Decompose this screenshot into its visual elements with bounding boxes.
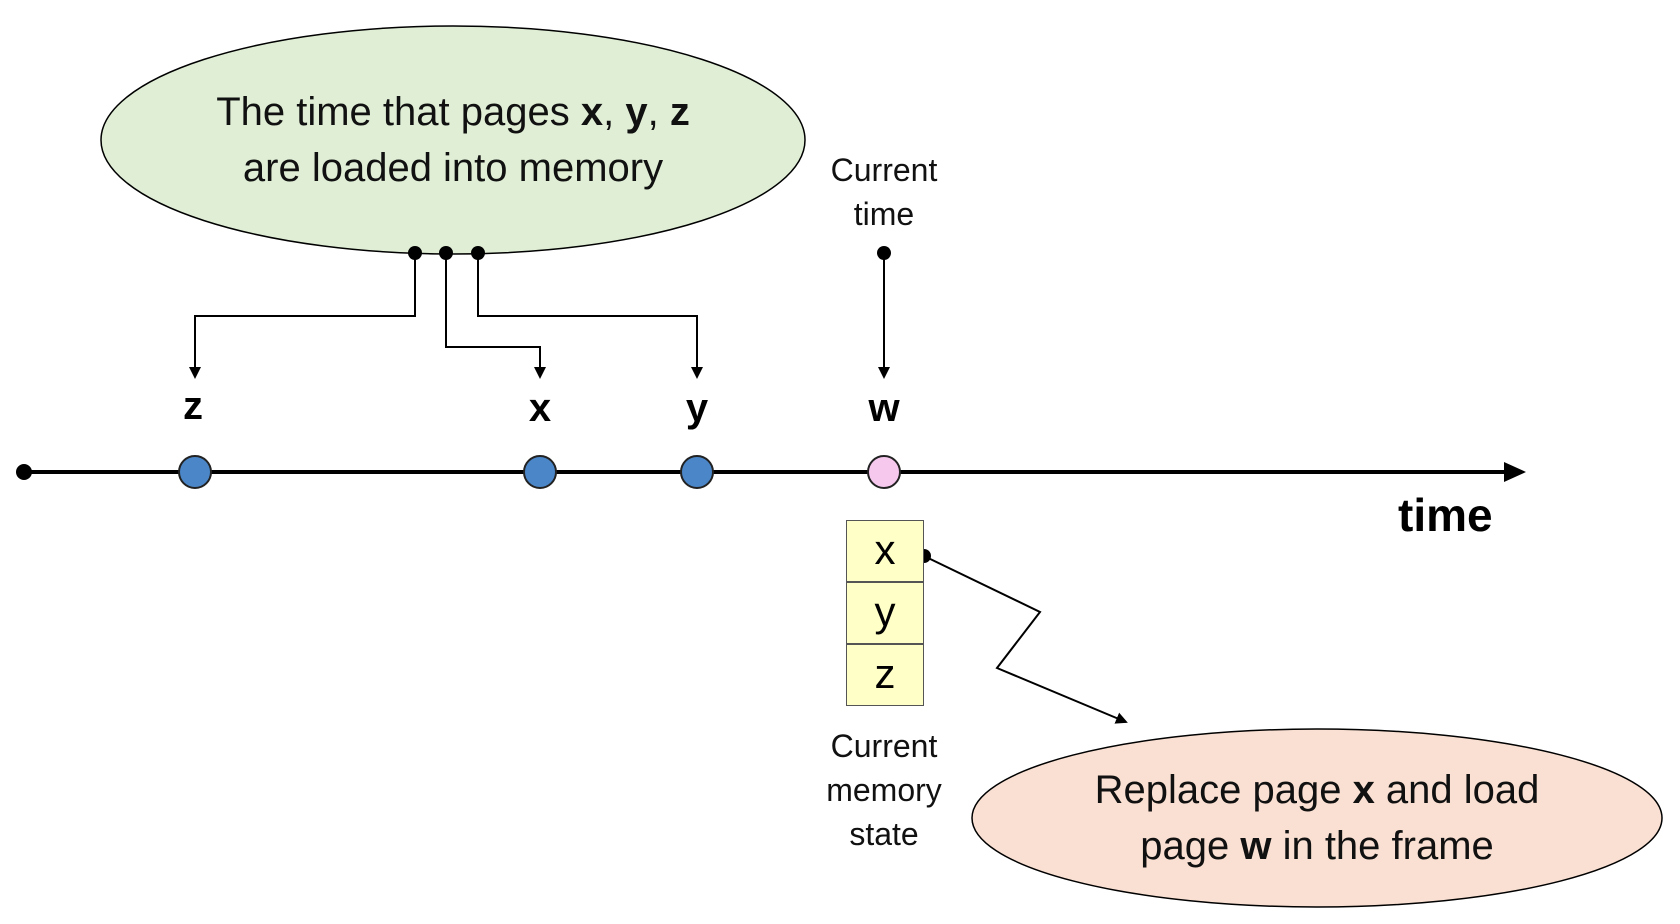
load-bubble-page-z: z (669, 90, 690, 134)
load-bubble-sep1: , (603, 90, 626, 134)
page-label-y: y (685, 386, 709, 430)
page-label-x: x (528, 386, 552, 430)
load-bubble-prefix: The time that pages (216, 90, 581, 134)
current-time-line1: Current (830, 152, 938, 188)
load-bubble-text: The time that pages x, y, z are loaded i… (153, 84, 753, 196)
load-bubble-page-y: y (625, 90, 648, 134)
connector-y (477, 253, 703, 379)
replace-part1: Replace page (1094, 768, 1353, 812)
replace-page-x: x (1352, 768, 1375, 812)
replace-bubble-line2: page w in the frame (1017, 818, 1617, 874)
replace-bubble (971, 728, 1663, 908)
page-marker-z (178, 455, 212, 489)
connector-x (445, 253, 546, 379)
replace-part3: page (1140, 824, 1241, 868)
time-axis-label: time (1398, 489, 1493, 541)
replace-page-w: w (1240, 824, 1272, 868)
load-time-bubble (100, 25, 806, 255)
current-time-label: Current time (804, 148, 964, 236)
memory-frame-1: y (846, 582, 924, 644)
current-time-line2: time (853, 196, 915, 232)
load-bubble-line2: are loaded into memory (242, 146, 664, 190)
memory-state-label: Current memory state (794, 724, 974, 856)
replace-part2: and load (1374, 768, 1540, 812)
memory-label-line1: Current (830, 728, 938, 764)
memory-label-line3: state (849, 816, 919, 852)
timeline-arrowhead (1504, 462, 1526, 482)
connector-z (189, 253, 416, 379)
load-bubble-line1: The time that pages x, y, z (153, 84, 753, 140)
memory-frame-2: z (846, 644, 924, 706)
page-marker-y (680, 455, 714, 489)
replace-arrow (923, 555, 1128, 724)
page-marker-x (523, 455, 557, 489)
memory-frame-0: x (846, 520, 924, 582)
replace-bubble-text: Replace page x and load page w in the fr… (1017, 762, 1617, 874)
load-bubble-page-x: x (580, 90, 604, 134)
page-label-z: z (183, 384, 203, 428)
page-marker-w (867, 455, 901, 489)
page-label-w: w (868, 386, 900, 430)
memory-label-line2: memory (826, 772, 942, 808)
replace-part4: in the frame (1271, 824, 1494, 868)
load-bubble-sep2: , (647, 90, 670, 134)
replace-bubble-line1: Replace page x and load (1017, 762, 1617, 818)
